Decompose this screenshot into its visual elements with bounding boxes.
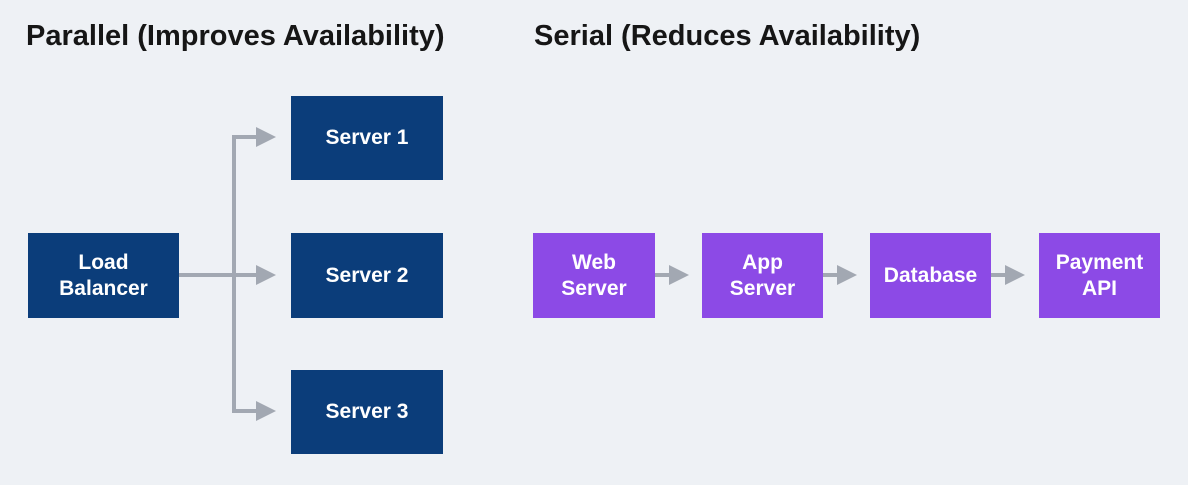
web-server-label: Web Server	[561, 250, 627, 300]
payment-api-node: Payment API	[1039, 233, 1160, 318]
server-1-label: Server 1	[325, 126, 409, 149]
server-3-node: Server 3	[291, 370, 443, 454]
payment-api-label: Payment API	[1055, 250, 1144, 300]
database-node: Database	[870, 233, 991, 318]
server-1-node: Server 1	[291, 96, 443, 180]
app-server-label: App Server	[729, 250, 796, 300]
server-2-label: Server 2	[325, 263, 409, 287]
web-server-node: Web Server	[533, 233, 655, 318]
parallel-connectors	[179, 127, 276, 421]
load-balancer-label: Load Balancer	[59, 250, 148, 300]
database-label: Database	[883, 263, 978, 287]
parallel-title: Parallel (Improves Availability)	[26, 20, 445, 52]
server-3-label: Server 3	[325, 400, 409, 423]
server-2-node: Server 2	[291, 233, 443, 318]
app-server-node: App Server	[702, 233, 823, 318]
serial-title: Serial (Reduces Availability)	[534, 20, 921, 52]
load-balancer-node: Load Balancer	[28, 233, 179, 318]
